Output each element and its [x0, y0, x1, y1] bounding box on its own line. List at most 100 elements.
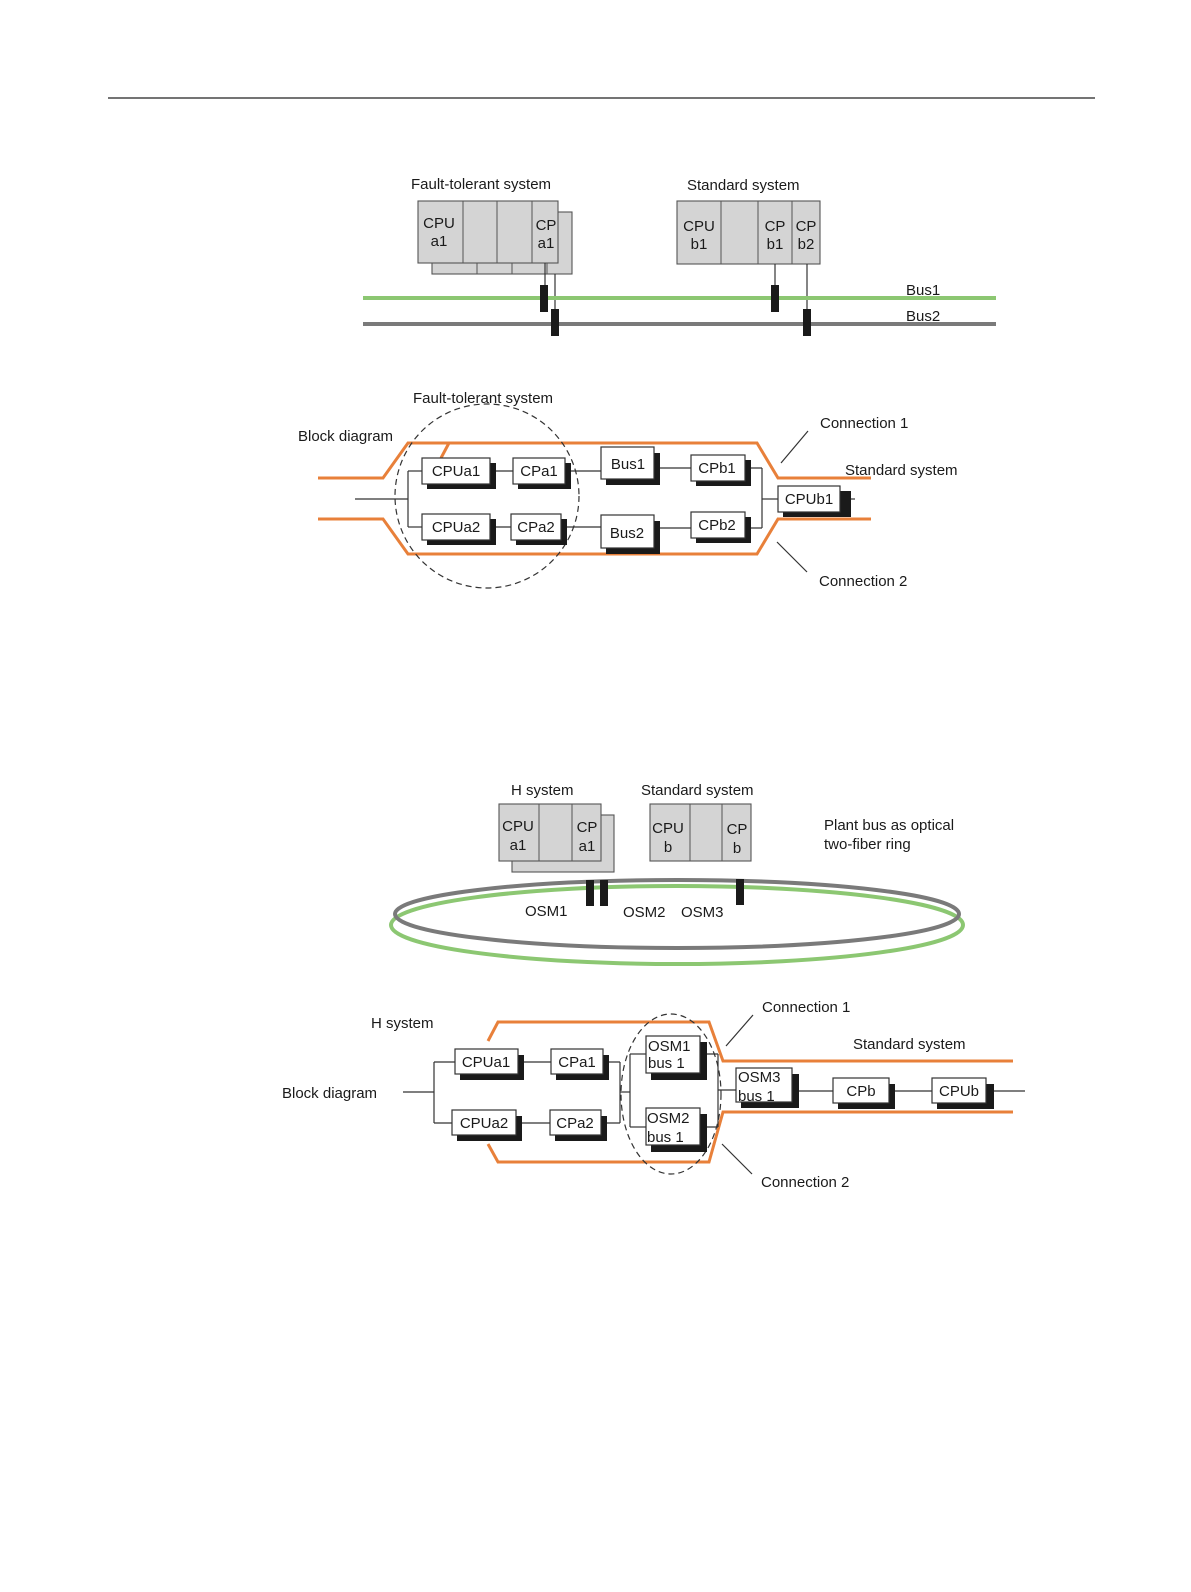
fig3-h-rack-front — [498, 803, 602, 862]
fig2-connection2-path — [318, 517, 871, 556]
fig4-block-osm3: OSM3 bus 1 — [735, 1067, 799, 1108]
fig3-connector-osm1 — [586, 880, 594, 906]
fig2-block-diagram-label: Block diagram — [298, 428, 393, 445]
fig3-hardware-ring: H system Standard system Plant bus as op… — [389, 782, 965, 966]
fig1-title-standard: Standard system — [687, 177, 800, 194]
fig3-connector-osm2 — [600, 880, 608, 906]
fig2-block-diagram: Fault-tolerant system Block diagram Conn… — [298, 390, 958, 590]
fig3-ring-note-line1: Plant bus as optical — [824, 817, 954, 834]
fig1-cp-a1-line2: a1 — [538, 235, 555, 252]
fig2-bus2-label: Bus2 — [610, 525, 644, 542]
fig1-bus1-label: Bus1 — [906, 282, 940, 299]
fig2-cpub1-label: CPUb1 — [785, 491, 833, 508]
fig3-osm3-label: OSM3 — [681, 904, 724, 921]
fig4-osm1-label-line2: bus 1 — [648, 1055, 685, 1072]
fig1-std-rack-body — [676, 200, 821, 265]
fig4-osm2-label-line2: bus 1 — [647, 1129, 684, 1146]
fig1-cpu-a1-line2: a1 — [431, 233, 448, 250]
fig4-block-cpua2: CPUa2 — [451, 1109, 522, 1141]
fig2-block-bus1: Bus1 — [600, 446, 660, 485]
fig3-osm1-label: OSM1 — [525, 903, 568, 920]
fig2-cpua1-label: CPUa1 — [432, 463, 480, 480]
fig3-cp-a1-line1: CP — [577, 819, 598, 836]
fig2-fault-tolerant-boundary — [394, 403, 580, 589]
fig2-connection1-path — [318, 441, 871, 480]
fig1-cp-b1-line2: b1 — [767, 236, 784, 253]
fig4-osm2-label-line1: OSM2 — [647, 1110, 690, 1127]
fig4-block-osm1: OSM1 bus 1 — [645, 1035, 707, 1080]
fig1-connector-a1-bus1 — [540, 285, 548, 312]
fig4-osm-boundary — [620, 1013, 722, 1175]
fig4-block-diagram-label: Block diagram — [282, 1085, 377, 1102]
fig4-cpub-label: CPUb — [939, 1083, 979, 1100]
fig4-cpb-label: CPb — [846, 1083, 875, 1100]
fig1-title-fault-tolerant: Fault-tolerant system — [411, 176, 551, 193]
fig3-std-rack-body — [649, 803, 752, 862]
fig1-cpu-a1-line1: CPU — [423, 215, 455, 232]
fig3-h-rack: CPU a1 CP a1 — [498, 803, 615, 873]
fig3-cp-b-line2: b — [733, 840, 741, 857]
fig4-cpa2-label: CPa2 — [556, 1115, 594, 1132]
fig1-cpu-b1-line2: b1 — [691, 236, 708, 253]
fig3-ring-note-line2: two-fiber ring — [824, 836, 911, 853]
fig1-cp-b1-line1: CP — [765, 218, 786, 235]
fig4-connection2-label: Connection 2 — [761, 1174, 849, 1191]
fig4-block-cpa2: CPa2 — [549, 1109, 607, 1141]
fig1-cp-b2-line1: CP — [796, 218, 817, 235]
fig2-standard-system-label: Standard system — [845, 462, 958, 479]
fig4-connection1-path — [486, 1020, 1013, 1063]
fig1-connector-a2-bus2 — [551, 309, 559, 336]
fig3-osm2-label: OSM2 — [623, 904, 666, 921]
fig1-bus2-label: Bus2 — [906, 308, 940, 325]
fig4-osm3-label-line2: bus 1 — [738, 1088, 775, 1105]
fig4-cpua2-label: CPUa2 — [460, 1115, 508, 1132]
fig3-cpu-b-line1: CPU — [652, 820, 684, 837]
fig2-cpb2-label: CPb2 — [698, 517, 736, 534]
fig2-connection2-label: Connection 2 — [819, 573, 907, 590]
fig1-cpu-b1-line1: CPU — [683, 218, 715, 235]
fig3-cp-a1-line2: a1 — [579, 838, 596, 855]
fig1-connector-b1-bus1 — [771, 285, 779, 312]
fig1-ft-rack-front — [417, 200, 559, 264]
fig4-block-osm2: OSM2 bus 1 — [645, 1107, 707, 1152]
fig4-block-diagram: H system Block diagram Connection 1 Stan… — [282, 999, 1025, 1191]
fig3-cpu-a1-line2: a1 — [510, 837, 527, 854]
fig2-cpb1-label: CPb1 — [698, 460, 736, 477]
fig1-connector-b2-bus2 — [803, 309, 811, 336]
fig3-ring-green — [389, 884, 965, 966]
fig4-connection1-label: Connection 1 — [762, 999, 850, 1016]
fig3-cp-b-line1: CP — [727, 821, 748, 838]
fig1-cp-b2-line2: b2 — [798, 236, 815, 253]
fig2-block-bus2: Bus2 — [600, 514, 660, 554]
fig2-connection1-label: Connection 1 — [820, 415, 908, 432]
fig4-cpua1-label: CPUa1 — [462, 1054, 510, 1071]
fig4-block-cpua1: CPUa1 — [454, 1048, 524, 1080]
fig3-cpu-b-line2: b — [664, 839, 672, 856]
fig4-cpa1-label: CPa1 — [558, 1054, 596, 1071]
fig4-block-cpub: CPUb — [931, 1077, 994, 1109]
fig2-block-cpa1: CPa1 — [512, 457, 571, 489]
fig4-osm1-label-line1: OSM1 — [648, 1038, 691, 1055]
fig4-title-h-system: H system — [371, 1015, 434, 1032]
fig2-cpa1-label: CPa1 — [520, 463, 558, 480]
fig2-bus1-label: Bus1 — [611, 456, 645, 473]
fig4-standard-system-label: Standard system — [853, 1036, 966, 1053]
fig4-block-cpb: CPb — [832, 1077, 895, 1109]
fig3-ring-grey — [393, 878, 961, 950]
fig3-title-h-system: H system — [511, 782, 574, 799]
fig2-block-cpua1: CPUa1 — [421, 457, 496, 489]
fig1-std-rack: CPU b1 CP b1 CP b2 — [676, 200, 821, 265]
fig2-block-cpb1: CPb1 — [690, 454, 751, 486]
fig3-std-rack: CPU b CP b — [649, 803, 752, 862]
fig4-block-cpa1: CPa1 — [550, 1048, 609, 1080]
fig3-cpu-a1-line1: CPU — [502, 818, 534, 835]
fig2-block-cpua2: CPUa2 — [421, 513, 496, 545]
fig4-connection2-path — [486, 1110, 1013, 1164]
fig1-hardware: Fault-tolerant system Standard system CP… — [363, 176, 996, 336]
fig1-ft-rack: CPU a1 CP a1 — [417, 200, 573, 275]
fig3-connector-osm3 — [736, 879, 744, 905]
fig2-block-cpa2: CPa2 — [510, 513, 567, 545]
fig2-cpua2-label: CPUa2 — [432, 519, 480, 536]
